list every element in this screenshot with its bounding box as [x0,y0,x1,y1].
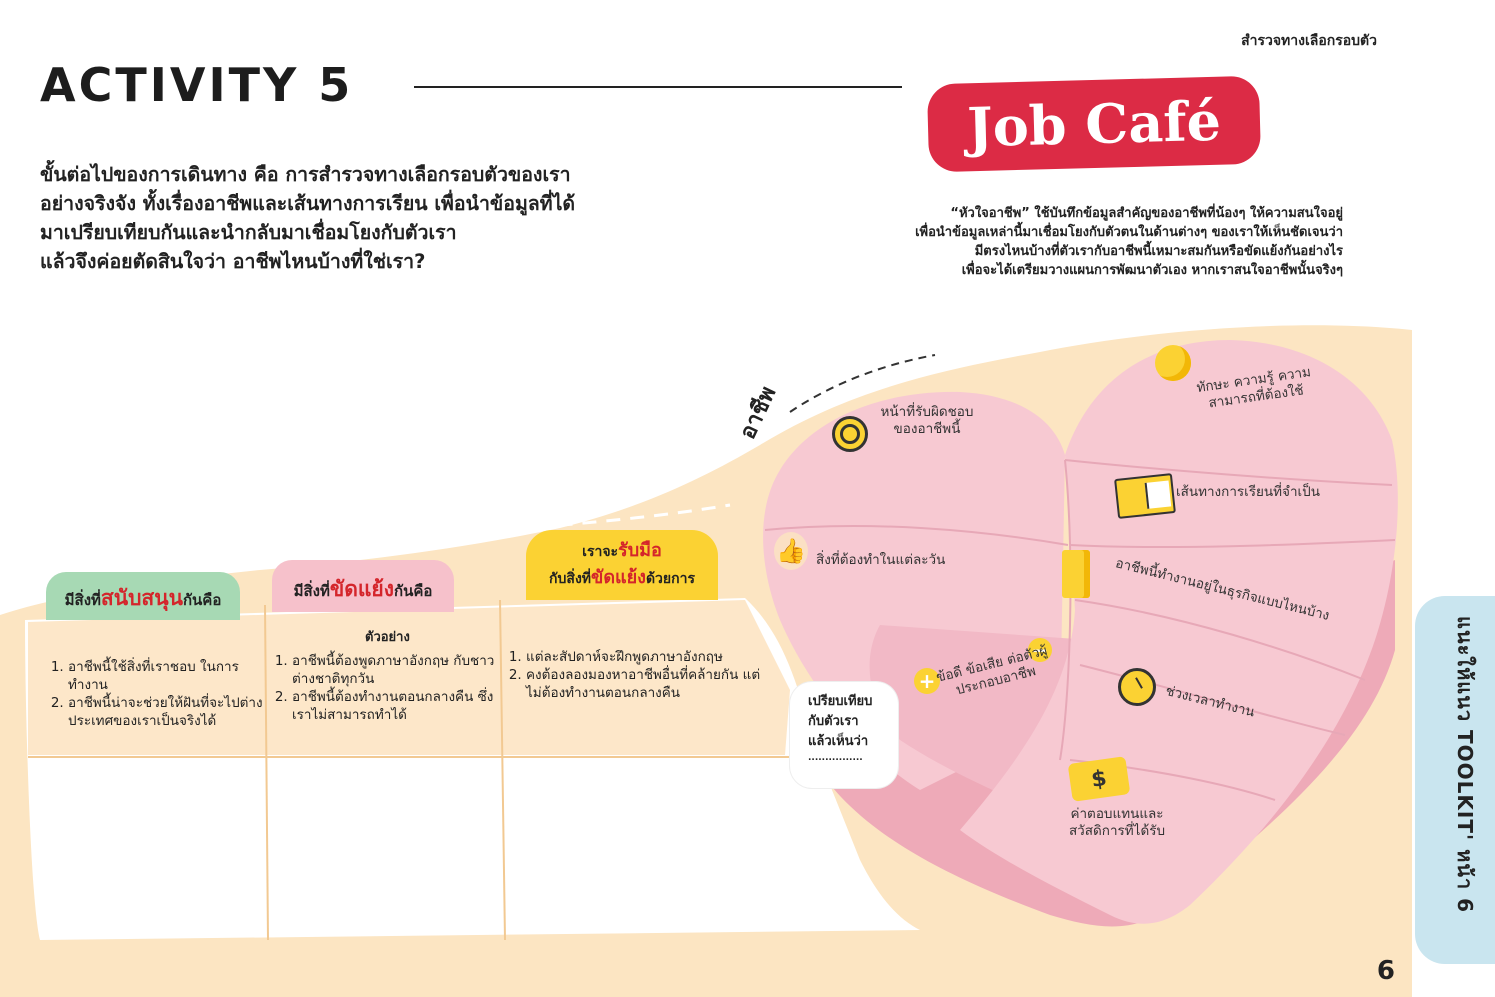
side-tab-label: แนะให้แนว TOOLKIT' หน้า 6 [1453,616,1477,914]
book-icon [1114,473,1176,519]
heart-divider [1074,599,1366,681]
cope-tag: เราจะรับมือ กับสิ่งที่ขัดแย้งด้วยการ [526,530,718,600]
intro-line: แล้วจึงค่อยตัดสินใจว่า อาชีพไหนบ้างที่ใช… [40,250,426,273]
list-item: อาชีพนี้ใช้สิ่งที่เราชอบ ในการทำงาน [68,658,263,694]
cope-tag-suffix: ด้วยการ [645,571,695,587]
minus-icon: − [1028,638,1052,662]
cope-tag-highlight: ขัดแย้ง [591,567,646,588]
notebook-example-area [28,600,790,755]
activity-title: ACTIVITY 5 [40,58,354,112]
heart-divider [1059,459,1072,761]
support-list: อาชีพนี้ใช้สิ่งที่เราชอบ ในการทำงาน อาชี… [48,658,263,730]
example-label: ตัวอย่าง [365,630,410,645]
side-tab[interactable]: แนะให้แนว TOOLKIT' หน้า 6 [1415,596,1495,964]
cope-tag-highlight: รับมือ [618,540,662,561]
intro-line: อย่างจริงจัง ทั้งเรื่องอาชีพและเส้นทางกา… [40,192,576,215]
money-icon: $ [1067,756,1131,802]
heart-label-compensation: ค่าตอบแทนและ สวัสดิการที่ได้รับ [1068,806,1166,839]
conflict-tag: มีสิ่งที่ขัดแย้งกันคือ [272,560,454,612]
column-divider [499,599,506,941]
conflict-tag-highlight: ขัดแย้ง [329,577,394,601]
conflict-tag-prefix: มีสิ่งที่ [293,582,330,600]
list-item: อาชีพนี้ต้องทำงานตอนกลางคืน ซึ่งเราไม่สา… [292,688,497,724]
clock-icon [1118,668,1156,706]
heart-divider [1079,664,1346,736]
career-arrow-line [789,354,936,413]
building-icon [1062,550,1090,598]
cope-list: แต่ละสัปดาห์จะฝึกพูดภาษาอังกฤษ คงต้องลอง… [506,648,771,702]
compare-line: กับตัวเรา [808,714,859,729]
support-tag-highlight: สนับสนุน [100,586,183,610]
heart-label-daily: สิ่งที่ต้องทำในแต่ละวัน [816,552,946,568]
dashed-path [9,503,731,580]
description-line: “หัวใจอาชีพ” ใช้บันทึกข้อมูลสำคัญของอาชี… [950,206,1343,221]
lightbulb-icon [1152,340,1194,386]
header-tag: สำรวจทางเลือกรอบตัว [1241,33,1377,49]
list-item: แต่ละสัปดาห์จะฝึกพูดภาษาอังกฤษ [526,648,771,666]
list-item: คงต้องลองมองหาอาชีพอื่นที่คล้ายกัน แต่ไม… [526,666,771,702]
compare-line: เปรียบเทียบ [808,694,873,709]
cope-tag-prefix: เราจะ [582,544,619,560]
heart-divider [1069,539,1396,549]
plus-icon: + [914,668,940,694]
cope-tag-line: เราจะรับมือ [526,538,718,565]
intro-paragraph: ขั้นต่อไปของการเดินทาง คือ การสำรวจทางเล… [40,160,680,276]
support-tag-suffix: กันคือ [182,591,222,609]
compare-bubble: เปรียบเทียบ กับตัวเรา แล้วเห็นว่า ......… [790,682,898,788]
list-item: อาชีพนี้น่าจะช่วยให้ฝันที่จะไปต่างประเทศ… [68,694,263,730]
cope-tag-line: กับสิ่งที่ขัดแย้งด้วยการ [526,565,718,592]
page-number: 6 [1376,956,1395,986]
heart-divider [764,524,1069,546]
description-line: เพื่อนำข้อมูลเหล่านี้มาเชื่อมโยงกับตัวตน… [915,225,1343,240]
intro-line: ขั้นต่อไปของการเดินทาง คือ การสำรวจทางเล… [40,163,571,186]
title-rule [414,86,902,88]
intro-line: มาเปรียบเทียบกันและนำกลับมาเชื่อมโยงกับต… [40,221,457,244]
description: “หัวใจอาชีพ” ใช้บันทึกข้อมูลสำคัญของอาชี… [783,204,1343,280]
list-item: อาชีพนี้ต้องพูดภาษาอังกฤษ กับชาวต่างชาติ… [292,652,497,688]
thumbs-up-icon: 👍 [774,532,808,570]
support-tag-prefix: มีสิ่งที่ [64,591,101,609]
heart-label-study-path: เส้นทางการเรียนที่จำเป็น [1176,484,1320,500]
target-icon [832,416,868,452]
compare-line: ................ [808,753,863,763]
description-line: มีตรงไหนบ้างที่ตัวเรากับอาชีพนี้เหมาะสมก… [974,244,1343,259]
cope-tag-prefix: กับสิ่งที่ [549,571,592,587]
heart-label-responsibility: หน้าที่รับผิดชอบ ของอาชีพนี้ [880,404,974,437]
description-line: เพื่อจะได้เตรียมวางแผนการพัฒนาตัวเอง หาก… [961,263,1343,278]
conflict-list: อาชีพนี้ต้องพูดภาษาอังกฤษ กับชาวต่างชาติ… [272,652,497,724]
compare-line: แล้วเห็นว่า [808,734,869,749]
column-divider [264,604,269,941]
conflict-tag-suffix: กันคือ [393,582,433,600]
heart-divider [1064,459,1393,486]
support-tag: มีสิ่งที่สนับสนุนกันคือ [46,572,240,620]
